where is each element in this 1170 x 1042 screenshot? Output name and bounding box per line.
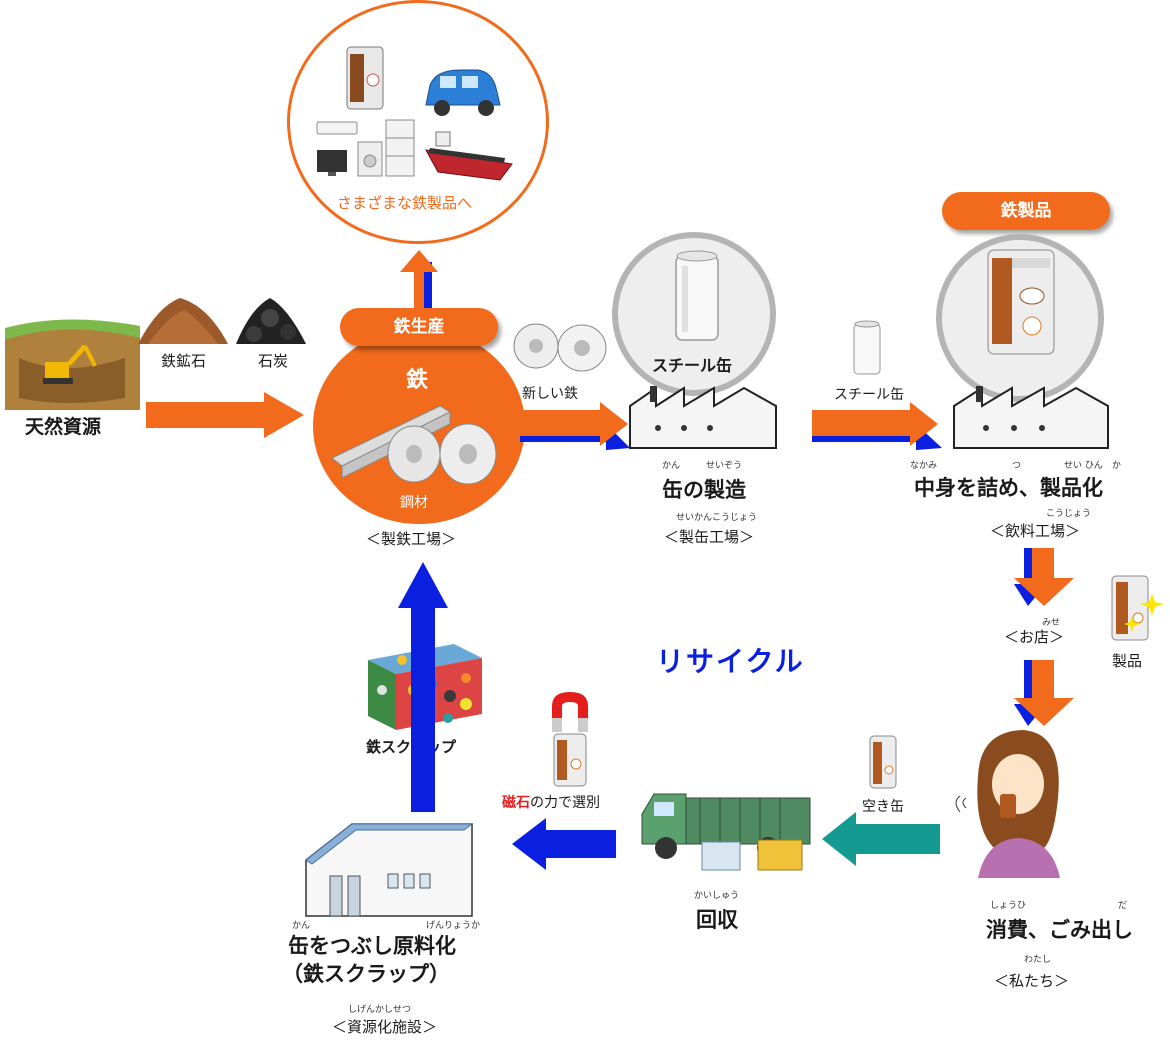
product-can-sparkle-icon xyxy=(1111,575,1164,641)
shop-place: ＜お店＞ xyxy=(1004,628,1065,646)
can-factory-building xyxy=(629,386,777,449)
ruby-koujou: こうじょう xyxy=(1046,509,1092,519)
steel-production-pill: 鉄生産 xyxy=(340,308,498,346)
ruby-shigenka-shisetsu: しげんかしせつ xyxy=(348,1005,412,1015)
steel-coil-icon xyxy=(387,423,497,485)
steel-product-pill: 鉄製品 xyxy=(942,192,1110,230)
steel-materials-illustration xyxy=(331,405,497,485)
air-conditioner-icon xyxy=(316,121,358,135)
arrow-can-factory-to-beverage xyxy=(812,402,942,450)
excavator-icon xyxy=(43,344,97,384)
ruby-seikan-koujou: せいかんこうじょう xyxy=(676,513,758,523)
washing-machine-icon xyxy=(357,141,383,177)
collection-label: 回収 xyxy=(696,908,738,932)
recycling-facility-building xyxy=(305,823,474,917)
magnet-word: 磁石 xyxy=(502,795,530,811)
ship-icon xyxy=(425,131,513,181)
recycle-title: リサイクル xyxy=(656,645,805,678)
empty-can-icon xyxy=(869,735,897,789)
crush-and-recycle-label: 缶をつぶし原料化 xyxy=(288,934,456,958)
steel-can-arrow-label: スチール缶 xyxy=(834,387,904,403)
ruby-watashi: わたし xyxy=(1024,955,1052,965)
tv-icon xyxy=(317,150,347,176)
arrow-scrap-to-mill xyxy=(398,562,448,812)
coal-pile-icon xyxy=(236,298,306,344)
ruby-nakami: なかみ xyxy=(910,461,938,471)
arrow-collection-to-facility xyxy=(512,818,616,870)
steel-can-bubble-label: スチール缶 xyxy=(652,356,733,375)
ruby-da: だ xyxy=(1118,901,1128,911)
ruby-seizou: せいぞう xyxy=(706,461,743,471)
can-manufacturing-label: 缶の製造 xyxy=(662,478,746,502)
new-iron-label: 新しい鉄 xyxy=(522,386,578,402)
magnet-sort-rest: の力で選別 xyxy=(530,795,600,811)
new-iron-coils-icon xyxy=(513,323,607,372)
facility-place: ＜資源化施設＞ xyxy=(332,1018,438,1036)
iron-ore-label: 鉄鉱石 xyxy=(161,352,207,370)
magnet-with-can-icon xyxy=(552,692,588,787)
refrigerator-icon xyxy=(385,119,415,177)
collection-truck-icon xyxy=(641,793,811,871)
arrow-mill-to-can-factory xyxy=(520,402,630,450)
ruby-mise: みせ xyxy=(1042,618,1061,628)
coffee-can-icon xyxy=(346,46,384,110)
iron-ore-pile-icon xyxy=(138,298,228,344)
coal-label: 石炭 xyxy=(258,352,289,370)
coffee-can-product-icon xyxy=(987,249,1055,355)
can-factory-place: ＜製缶工場＞ xyxy=(664,528,755,546)
ruby-tsu: つ xyxy=(1012,461,1022,471)
empty-can-label: 空き缶 xyxy=(862,799,904,815)
ruby-seihinka: せい ひん か xyxy=(1064,461,1121,471)
small-steel-can-icon xyxy=(853,320,881,375)
ruby-genryouka: げんりょうか xyxy=(426,921,481,931)
iron-label: 鉄 xyxy=(406,368,429,393)
us-place: ＜私たち＞ xyxy=(994,972,1070,990)
car-icon xyxy=(425,69,501,116)
woman-drinking-illustration xyxy=(955,730,1060,878)
fill-and-produce-label: 中身を詰め、製品化 xyxy=(914,476,1103,500)
magnet-sort-label: 磁石の力で選別 xyxy=(502,792,600,812)
arrow-natural-to-mill xyxy=(146,392,304,438)
beverage-factory-place: ＜飲料工場＞ xyxy=(990,522,1081,540)
natural-resources-label: 天然資源 xyxy=(25,416,102,438)
ruby-shouhi: しょうひ xyxy=(990,901,1027,911)
steel-mill-place: ＜製鉄工場＞ xyxy=(366,530,457,548)
steel-products-caption: さまざまな鉄製品へ xyxy=(337,194,473,212)
arrow-up-to-products xyxy=(400,250,438,312)
ruby-kan-2: かん xyxy=(292,921,311,931)
ruby-kan: かん xyxy=(662,461,681,471)
mining-site-illustration xyxy=(5,319,140,410)
arrow-consumer-to-collection xyxy=(822,812,940,866)
steel-material-label: 鋼材 xyxy=(400,495,428,511)
arrow-shop-to-consumer xyxy=(1014,660,1074,726)
arrow-beverage-to-shop xyxy=(1014,548,1074,606)
steel-products-illustrations xyxy=(316,46,513,181)
beverage-factory-building xyxy=(953,386,1109,449)
steel-can-icon xyxy=(675,250,719,341)
product-label: 製品 xyxy=(1112,652,1143,670)
ruby-kaishuu: かいしゅう xyxy=(694,891,740,901)
iron-scrap-paren-label: （鉄スクラップ） xyxy=(282,962,450,986)
consume-dispose-label: 消費、ごみ出し xyxy=(986,918,1133,942)
